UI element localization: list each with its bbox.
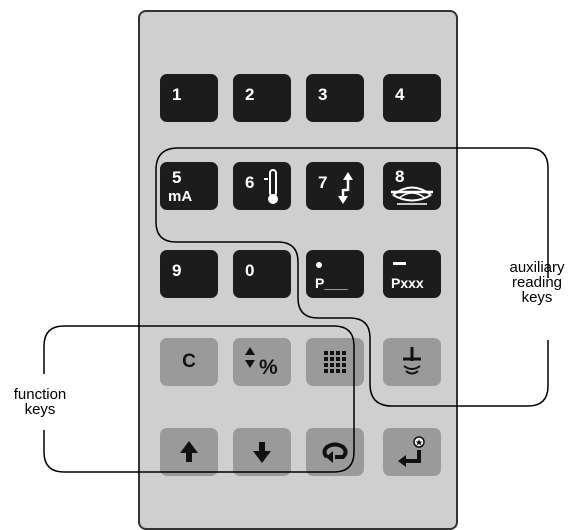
key-grid-menu[interactable] (306, 338, 364, 386)
echo-profile-icon (391, 186, 433, 205)
key-arrow-up[interactable] (160, 428, 218, 476)
dash-indicator-icon (393, 262, 406, 265)
key-8-echo[interactable]: 8 (383, 162, 441, 210)
key-2-label: 2 (245, 85, 255, 104)
key-enter[interactable] (383, 428, 441, 476)
key-clear[interactable]: C (160, 338, 218, 386)
key-6-label: 6 (245, 173, 255, 192)
key-1[interactable]: 1 (160, 74, 218, 122)
function-label-line-1: function (13, 386, 67, 403)
key-percent[interactable]: % (233, 338, 291, 386)
key-6-temperature[interactable]: 6 (233, 162, 291, 210)
key-parameter-xxx[interactable]: Pxxx (383, 250, 441, 298)
key-5-ma[interactable]: 5 mA (160, 162, 218, 210)
key-ma-label: mA (168, 188, 193, 205)
up-down-arrows-icon (338, 172, 353, 204)
dot-indicator-icon (316, 262, 322, 268)
key-7-label: 7 (318, 173, 328, 192)
key-9[interactable]: 9 (160, 250, 218, 298)
key-3-label: 3 (318, 85, 328, 104)
key-0-label: 0 (245, 261, 255, 280)
auxiliary-label-line-2: reading (511, 274, 563, 291)
auxiliary-label-line-1: auxiliary (509, 259, 565, 276)
key-4-label: 4 (395, 85, 405, 104)
enter-icon (398, 436, 425, 467)
auxiliary-reading-keys-label: auxiliary reading keys (497, 260, 577, 305)
up-down-small-arrows-icon (245, 347, 255, 368)
key-level-transducer[interactable] (383, 338, 441, 386)
key-1-label: 1 (172, 85, 182, 104)
key-2[interactable]: 2 (233, 74, 291, 122)
key-arrow-down[interactable] (233, 428, 291, 476)
key-p-underscore-label: P___ (315, 275, 348, 291)
auxiliary-label-line-3: keys (521, 289, 553, 306)
function-label-line-2: keys (24, 401, 56, 418)
key-3[interactable]: 3 (306, 74, 364, 122)
function-keys-label: function keys (0, 387, 80, 417)
arrow-up-icon (180, 441, 198, 462)
key-percent-label: % (259, 356, 278, 379)
key-pxxx-label: Pxxx (391, 275, 424, 291)
thermometer-icon (264, 169, 278, 204)
arrow-down-icon (253, 442, 271, 463)
grid-icon (324, 351, 346, 373)
key-parameter-underscore[interactable]: P___ (306, 250, 364, 298)
loop-arrow-icon (322, 442, 348, 463)
key-c-label: C (182, 351, 196, 372)
key-5-label: 5 (172, 168, 182, 187)
key-9-label: 9 (172, 261, 182, 280)
key-7-rate[interactable]: 7 (306, 162, 364, 210)
key-4[interactable]: 4 (383, 74, 441, 122)
key-0[interactable]: 0 (233, 250, 291, 298)
key-mode-loop[interactable] (306, 428, 364, 476)
transducer-icon (403, 347, 421, 375)
